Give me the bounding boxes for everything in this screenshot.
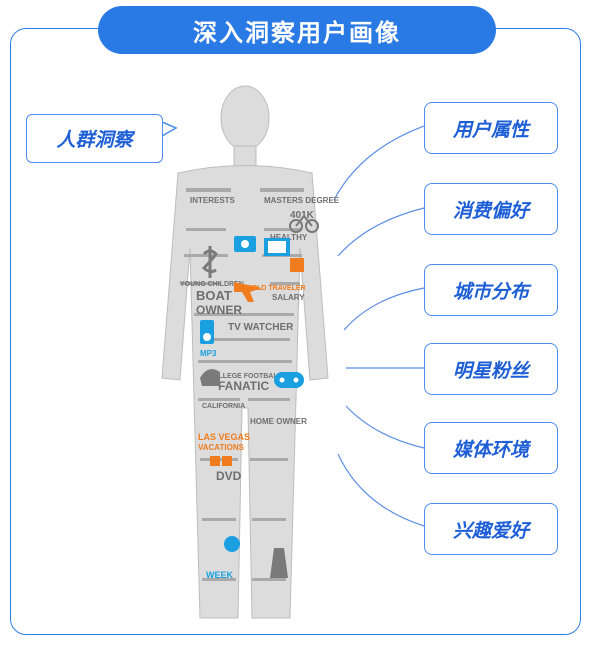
label-consumption-preference: 消费偏好: [424, 183, 558, 235]
bicycle-icon: [289, 214, 319, 233]
word-week: WEEK: [206, 570, 234, 580]
word-california: CALIFORNIA: [202, 403, 245, 410]
clock-icon: [224, 536, 240, 552]
word-interests: INTERESTS: [190, 196, 236, 205]
word-401k: 401K: [290, 210, 315, 221]
connector-media: [345, 405, 425, 449]
label-user-attributes: 用户属性: [424, 102, 558, 154]
word-vacations: VACATIONS: [198, 443, 245, 452]
word-salary: SALARY: [272, 293, 305, 302]
bubble-tail: [161, 121, 178, 137]
dog-icon: [270, 548, 288, 578]
word-boat: BOAT: [196, 288, 232, 303]
label-media-environment: 媒体环境: [424, 422, 558, 474]
word-las-vegas: LAS VEGAS: [198, 432, 250, 442]
tv-icon: [264, 238, 290, 256]
connector-consumption: [337, 207, 425, 257]
word-home-owner: HOME OWNER: [250, 417, 307, 426]
label-city-distribution: 城市分布: [424, 264, 558, 316]
word-mp3: MP3: [200, 349, 217, 358]
camera-icon: [234, 236, 256, 252]
ipod-icon: [200, 320, 214, 344]
gamepad-icon: [274, 372, 304, 388]
chart-icon: [290, 258, 304, 272]
connector-hobby: [337, 453, 425, 527]
person-silhouette: INTERESTS MASTERS DEGREE 401K HEALTHY YO…: [161, 85, 340, 619]
word-young-children: YOUNG CHILDREN: [180, 281, 244, 288]
dice-icon: [210, 456, 232, 466]
word-college-football: COLLEGE FOOTBALL: [208, 373, 283, 380]
dollar-icon: [201, 246, 218, 278]
label-hobbies: 兴趣爱好: [424, 503, 558, 555]
label-star-fans: 明星粉丝: [424, 343, 558, 395]
word-tv-watcher: TV WATCHER: [228, 322, 294, 333]
word-dvd: DVD: [216, 469, 242, 483]
connector-city: [343, 287, 425, 331]
crowd-insight-label: 人群洞察: [26, 114, 163, 163]
word-masters: MASTERS DEGREE: [264, 196, 340, 205]
word-world-traveler: WORLD TRAVELER: [240, 285, 306, 292]
page-title: 深入洞察用户画像: [98, 6, 496, 54]
helmet-icon: [200, 369, 220, 386]
word-fanatic: FANATIC: [218, 379, 269, 393]
word-owner: OWNER: [196, 303, 242, 317]
airplane-icon: [234, 282, 262, 302]
word-healthy: HEALTHY: [270, 233, 308, 242]
connector-user-attr: [333, 125, 425, 201]
